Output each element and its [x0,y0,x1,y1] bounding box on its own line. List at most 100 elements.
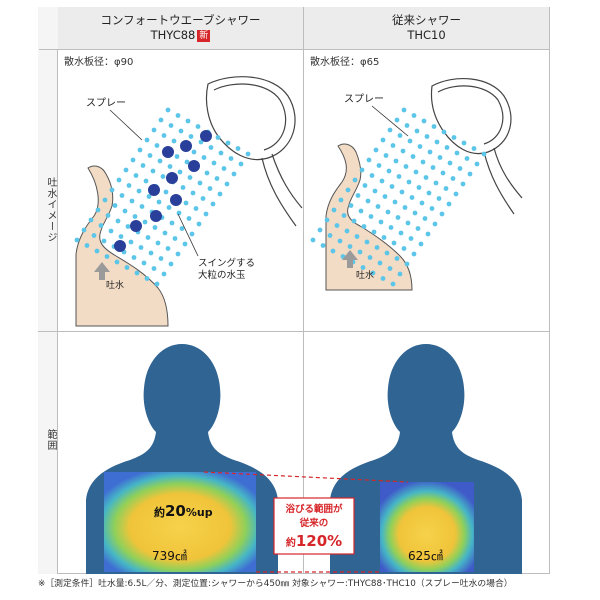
left-swing-label-1: スイングする [198,257,255,269]
water-droplet [351,218,357,224]
water-droplet [362,183,368,188]
water-droplet [330,248,336,254]
left-shower-head [205,76,303,227]
water-droplet [416,185,422,190]
water-droplet [417,144,423,149]
water-droplet [162,230,168,236]
row-label-column [38,7,58,574]
left-spray-label: スプレー [86,97,126,109]
water-droplet [188,134,194,139]
water-droplet [123,167,129,173]
right-diameter-label: 散水板径：φ65 [310,57,380,68]
water-droplet [155,240,161,246]
water-droplet [225,140,231,146]
water-droplet [429,206,435,211]
water-droplet [327,233,333,238]
water-droplet [198,139,204,145]
water-droplet [369,173,375,178]
water-droplet [118,234,124,239]
water-droplet [133,173,139,178]
water-droplet [165,107,171,113]
water-droplet [446,201,452,207]
water-droplet [366,157,372,163]
water-droplet [423,175,429,180]
water-droplet [412,210,418,216]
water-droplet [231,171,237,177]
water-droplet [436,196,442,201]
water-droplet [390,281,396,287]
water-droplet [427,149,433,155]
water-droplet [371,229,377,235]
row-label-spray-image: 吐水イメージ [45,177,56,243]
water-droplet [176,210,182,216]
new-shower-model: THYC88 [150,28,196,42]
water-droplet [352,177,358,183]
water-droplet [169,220,175,226]
water-droplet [401,107,407,113]
water-droplet [415,226,421,231]
old-shower-model: THC10 [407,28,446,42]
water-droplet [365,198,371,204]
water-droplet [228,156,234,161]
water-droplet [211,160,217,166]
water-droplet [401,246,407,251]
water-droplet [431,124,437,129]
water-droplet [130,157,136,163]
water-droplet [411,113,417,118]
water-droplet [98,223,104,228]
callout-line3-prefix: 約 [286,536,296,549]
water-droplet [154,281,160,287]
water-droplet [359,167,365,173]
water-droplet [221,166,227,171]
water-droplet [238,161,244,167]
water-droplet [384,250,390,256]
water-droplet [182,241,188,247]
old-shower-title: 従来シャワー [392,13,461,27]
water-droplet [471,146,477,151]
water-droplet [101,238,107,244]
left-increase-value: 20 [165,502,186,520]
water-droplet [142,219,148,225]
water-droplet [131,255,137,260]
water-droplet [134,270,140,276]
water-droplet [337,238,343,244]
water-droplet [160,174,166,179]
water-droplet [125,224,131,229]
water-droplet [433,180,439,186]
water-droplet [185,118,191,124]
water-droplet [430,165,436,170]
water-droplet [377,260,383,266]
water-droplet [396,174,402,179]
water-droplet [345,187,351,193]
right-droplet-grid [310,107,487,287]
left-swing-label-2: 大粒の水玉 [198,269,246,281]
water-droplet [161,271,167,277]
water-droplet [387,266,393,271]
water-droplet [409,195,415,200]
water-droplet [166,205,172,210]
water-droplet [397,271,403,277]
water-droplet [168,261,174,267]
water-droplet [360,265,366,270]
water-droplet [147,153,153,158]
row-label-range: 範囲 [45,429,56,451]
water-droplet [418,241,424,247]
water-droplet [317,227,323,233]
svg-text:約120%: 約120% [286,532,342,550]
callout-line2: 従来の [299,517,329,529]
right-water-label: 吐水 [356,269,374,281]
right-heatmap [380,482,474,572]
water-droplet [165,246,171,251]
water-droplet [368,214,374,219]
row-divider [38,331,550,332]
water-droplet [81,227,87,233]
water-droplet [112,203,118,208]
water-droplet [189,231,195,237]
water-droplet [461,140,467,146]
water-droplet [407,138,413,144]
water-droplet [437,155,443,160]
water-droplet [411,251,417,257]
water-droplet [373,147,379,153]
water-droplet [158,117,164,123]
water-droplet [338,197,344,203]
